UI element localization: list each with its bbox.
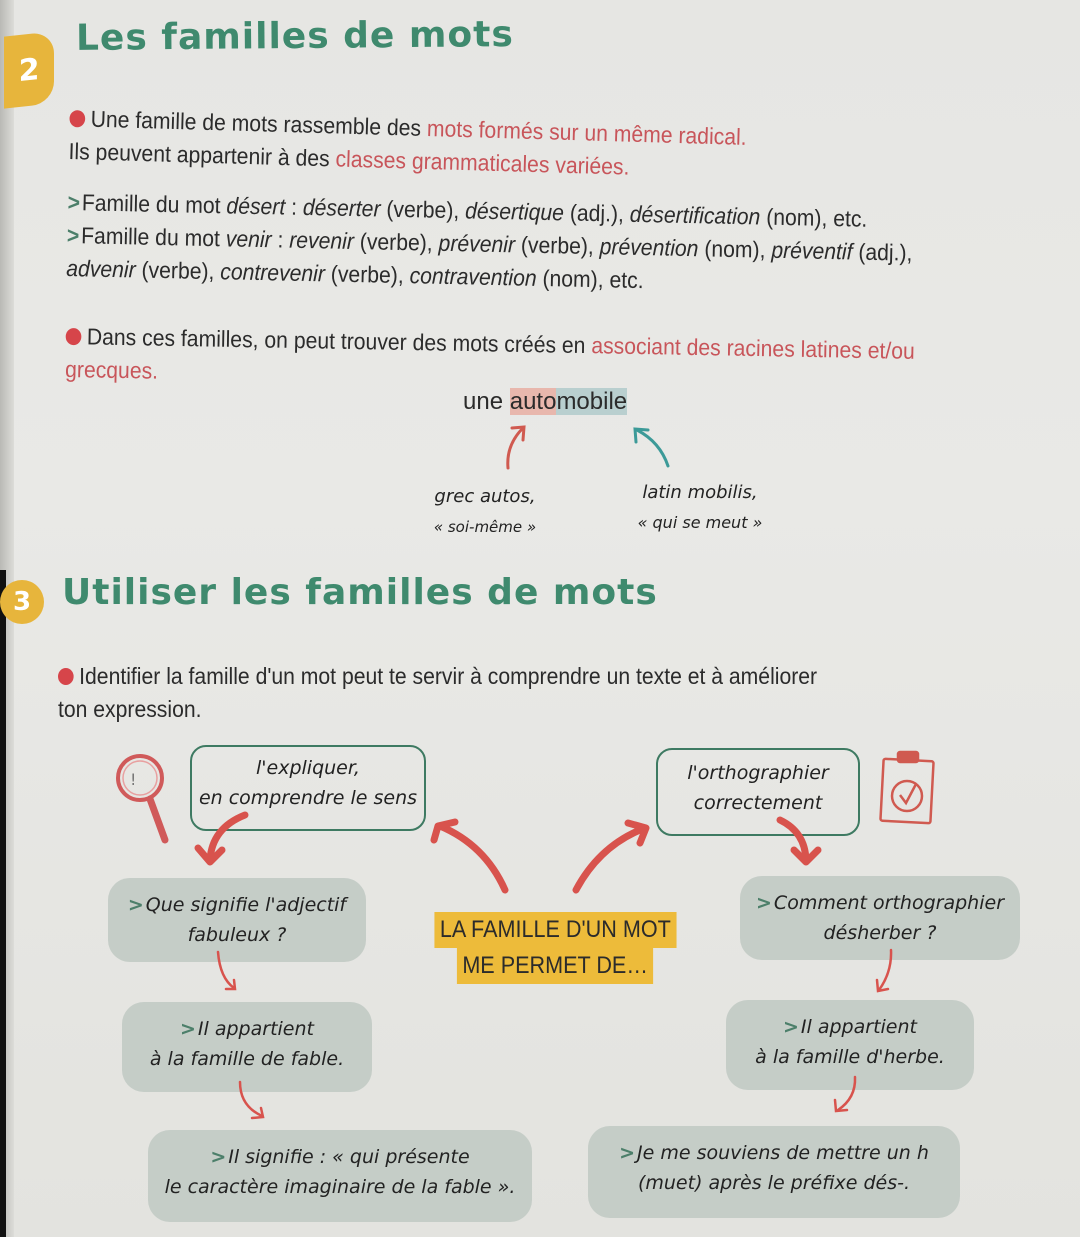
latin-root-meaning: « qui se meut » xyxy=(637,513,763,532)
magnifier-icon: ! xyxy=(116,754,169,844)
arrow-to-spelling-icon xyxy=(572,824,649,894)
goal-box-spelling: l'orthographier correctement xyxy=(656,748,860,836)
automobile-example: une automobile xyxy=(463,388,628,416)
arrow-meaning-to-step-icon xyxy=(206,811,249,864)
goal-line: l'orthographier xyxy=(687,762,829,784)
step-line: Je me souviens de mettre un h xyxy=(637,1142,929,1164)
photo-border xyxy=(0,570,6,1237)
step-arrow-icon xyxy=(836,1075,857,1112)
usage-paragraph: Identifier la famille d'un mot peut te s… xyxy=(58,660,849,726)
step-line: désherber ? xyxy=(823,922,937,944)
step-arrow-icon xyxy=(216,950,236,990)
section-number: 3 xyxy=(12,587,32,617)
section-number-badge: 3 xyxy=(0,580,44,624)
goal-line: correctement xyxy=(693,792,823,814)
greek-root-label: grec autos, « soi-même » xyxy=(405,482,565,542)
bullet-dot-icon xyxy=(58,668,74,685)
svg-text:!: ! xyxy=(130,770,136,789)
step-line: Il appartient xyxy=(197,1018,314,1040)
greek-root-name: grec autos, xyxy=(434,486,536,507)
chevron-right-icon: > xyxy=(127,894,144,916)
chevron-right-icon: > xyxy=(180,1018,196,1040)
goal-box-meaning: l'expliquer, en comprendre le sens xyxy=(190,745,426,831)
clipboard-check-icon xyxy=(879,750,935,825)
step-line: Que signifie l'adjectif xyxy=(145,894,347,916)
step-box: >Je me souviens de mettre un h (muet) ap… xyxy=(588,1126,960,1218)
step-box: >Il appartient à la famille de fable. xyxy=(122,1002,372,1092)
step-line: Il appartient xyxy=(800,1016,917,1038)
arrow-to-meaning-icon xyxy=(436,822,509,894)
center-label-line: ME PERMET DE… xyxy=(456,948,654,984)
greek-arrow-icon xyxy=(506,425,526,470)
usage-text: Identifier la famille d'un mot peut te s… xyxy=(58,663,818,722)
chevron-right-icon: > xyxy=(210,1146,227,1168)
goal-line: en comprendre le sens xyxy=(198,787,418,809)
latin-root-label: latin mobilis, « qui se meut » xyxy=(610,478,790,538)
latin-root-name: latin mobilis, xyxy=(642,482,758,503)
latin-part: mobile xyxy=(556,388,628,415)
step-box: >Il signifie : « qui présente le caractè… xyxy=(148,1130,532,1222)
chevron-right-icon: > xyxy=(619,1142,635,1164)
step-line: fabuleux ? xyxy=(187,924,287,946)
greek-part: auto xyxy=(509,388,557,415)
step-line: Comment orthographier xyxy=(773,892,1004,914)
arrow-spelling-to-step-icon xyxy=(776,816,810,864)
chevron-right-icon: > xyxy=(756,892,772,914)
goal-line: l'expliquer, xyxy=(256,757,360,779)
step-line: le caractère imaginaire de la fable ». xyxy=(164,1176,516,1198)
chevron-right-icon: > xyxy=(783,1016,799,1038)
article: une xyxy=(463,388,510,415)
step-line: (muet) après le préfixe dés-. xyxy=(637,1172,911,1194)
step-arrow-icon xyxy=(238,1080,264,1118)
greek-root-meaning: « soi-même » xyxy=(433,518,537,536)
center-label-line: LA FAMILLE D'UN MOT xyxy=(434,912,676,948)
step-line: Il signifie : « qui présente xyxy=(228,1146,470,1168)
step-line: à la famille de fable. xyxy=(149,1048,345,1070)
section-title: Utiliser les familles de mots xyxy=(62,572,658,613)
step-line: à la famille d'herbe. xyxy=(755,1046,945,1068)
step-box: >Que signifie l'adjectif fabuleux ? xyxy=(108,878,366,962)
step-arrow-icon xyxy=(877,948,893,992)
step-box: >Comment orthographier désherber ? xyxy=(740,876,1020,960)
latin-arrow-icon xyxy=(633,427,670,468)
center-label: LA FAMILLE D'UN MOT ME PERMET DE… xyxy=(420,912,690,984)
step-box: >Il appartient à la famille d'herbe. xyxy=(726,1000,974,1090)
